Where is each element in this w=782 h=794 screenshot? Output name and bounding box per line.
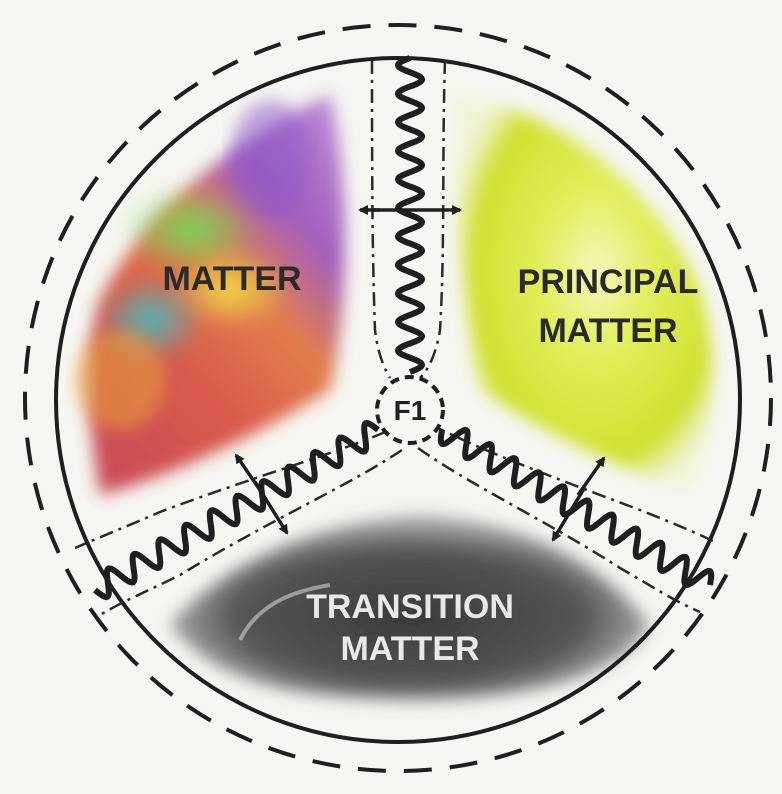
transition-matter-label-line2: MATTER xyxy=(340,630,479,668)
arrow-right-down xyxy=(553,487,585,540)
transition-matter-label-line1: TRANSITION xyxy=(306,588,514,626)
vertical-wave xyxy=(398,58,422,372)
principal-matter-label-line1: PRINCIPAL xyxy=(518,263,699,301)
matter-label: MATTER xyxy=(162,260,301,298)
hub-label: F1 xyxy=(394,395,427,426)
hub-f1: F1 xyxy=(377,377,443,443)
principal-matter-label-line2: MATTER xyxy=(538,312,677,350)
